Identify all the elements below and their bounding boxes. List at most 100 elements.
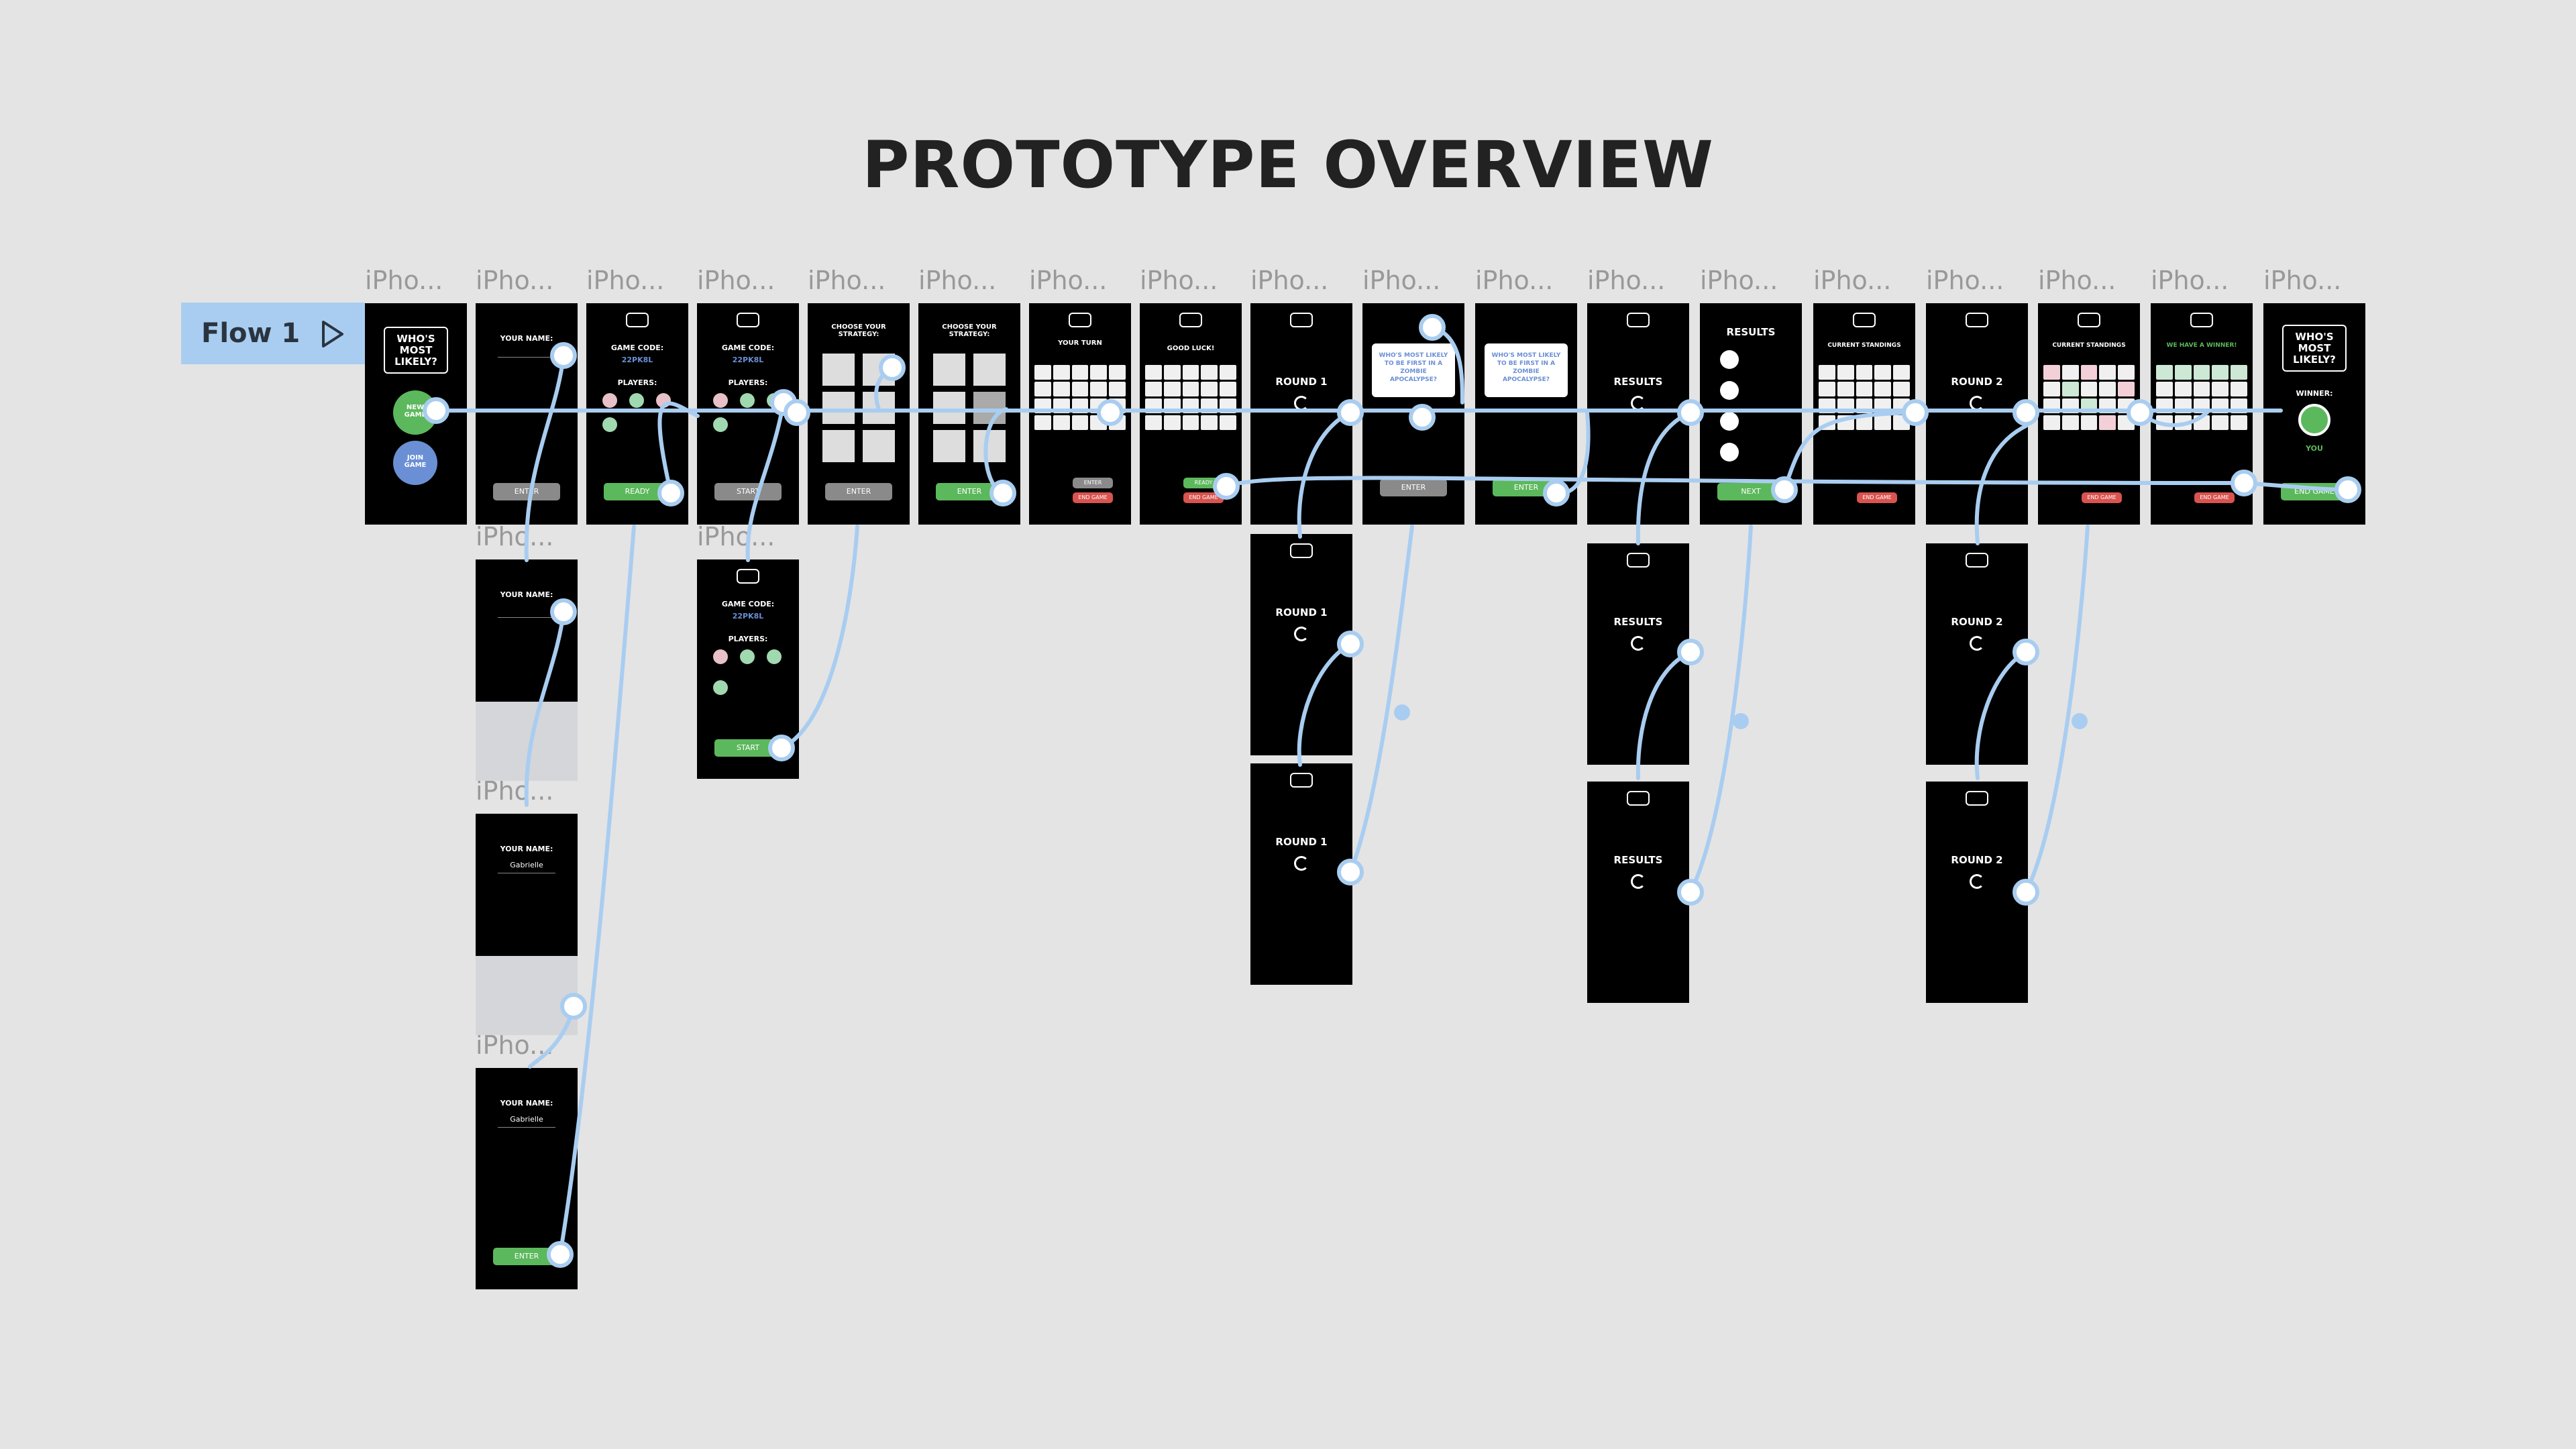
frame-round-2-waiting-2[interactable]: ROUND 2 <box>1926 782 2028 1003</box>
connection-hotspot <box>2231 470 2257 496</box>
end-game-button[interactable]: END GAME <box>1073 492 1113 503</box>
connection-hotspot <box>560 993 587 1020</box>
frame-label: iPho... <box>476 1030 554 1060</box>
logo-small <box>626 313 649 327</box>
loading-spinner-icon <box>1294 627 1309 641</box>
connection-hotspot <box>1677 879 1704 906</box>
loading-spinner-icon <box>1631 874 1646 889</box>
connection-arrow <box>1297 411 1352 539</box>
flow-1-tab[interactable]: Flow 1 <box>181 303 365 364</box>
connection-arrow <box>1974 650 2028 780</box>
connection-hotspot <box>1419 314 1446 341</box>
enter-button[interactable]: ENTER <box>1380 479 1447 496</box>
connection-hotspot <box>1902 399 1929 426</box>
logo: WHO'S MOST LIKELY? <box>384 327 448 374</box>
frame-your-name-typed[interactable]: YOUR NAME: Gabrielle <box>476 814 578 1035</box>
player-avatar <box>713 680 728 695</box>
name-underline <box>498 1127 555 1128</box>
strategy-card[interactable] <box>863 430 895 462</box>
frame-question-voted[interactable]: WHO'S MOST LIKELY TO BE FIRST IN A ZOMBI… <box>1475 303 1577 525</box>
winner-avatar <box>2298 404 2330 436</box>
connection-arrow <box>524 610 566 807</box>
connection-arrow <box>2242 481 2350 492</box>
logo-small <box>1069 313 1091 327</box>
connection-arrow <box>1974 424 2028 545</box>
frame-results-waiting-2[interactable]: RESULTS <box>1587 782 1689 1003</box>
bingo-board[interactable] <box>2043 365 2135 430</box>
frame-your-name-keyboard[interactable]: YOUR NAME: <box>476 559 578 781</box>
connection-arrow <box>1635 411 1693 545</box>
connection-midpoint <box>1733 713 1749 729</box>
frame-label: iPho... <box>2038 266 2116 295</box>
frame-your-name[interactable]: YOUR NAME: ENTER <box>476 303 578 525</box>
bingo-board[interactable] <box>2156 365 2247 430</box>
strategy-card[interactable] <box>933 392 965 424</box>
end-game-button[interactable]: END GAME <box>2082 492 2122 503</box>
connection-hotspot <box>2012 639 2039 665</box>
strategy-card[interactable] <box>973 392 1006 424</box>
connection-midpoint <box>1394 704 1410 720</box>
frame-round-1-waiting-2[interactable]: ROUND 1 <box>1250 763 1352 985</box>
name-underline <box>498 357 555 358</box>
question-card: WHO'S MOST LIKELY TO BE FIRST IN A ZOMBI… <box>1485 343 1568 397</box>
connection-hotspot <box>547 1241 574 1268</box>
logo-small <box>1290 773 1313 788</box>
frame-round-2[interactable]: ROUND 2 <box>1926 303 2028 525</box>
enter-button[interactable]: ENTER <box>1073 478 1113 488</box>
page-title: PROTOTYPE OVERVIEW <box>862 127 1714 203</box>
frame-current-standings-2[interactable]: CURRENT STANDINGS END GAME <box>2038 303 2140 525</box>
keyboard[interactable] <box>476 956 578 1035</box>
strategy-card[interactable] <box>822 430 855 462</box>
logo-small <box>2078 313 2100 327</box>
frame-label: iPho... <box>918 266 997 295</box>
frame-label: iPho... <box>697 266 775 295</box>
frame-game-code-host[interactable]: GAME CODE: 22PK8L PLAYERS: READY <box>586 303 688 525</box>
connection-hotspot <box>2334 476 2361 503</box>
start-button[interactable]: START <box>714 483 782 500</box>
player-avatar <box>629 393 644 408</box>
end-game-button[interactable]: END GAME <box>1183 492 1224 503</box>
frame-results-waiting[interactable]: RESULTS <box>1587 543 1689 765</box>
question-card: WHO'S MOST LIKELY TO BE FIRST IN A ZOMBI… <box>1372 343 1455 397</box>
logo-small <box>1627 313 1650 327</box>
strategy-card[interactable] <box>822 354 855 386</box>
frame-results[interactable]: RESULTS <box>1587 303 1689 525</box>
loading-spinner-icon <box>1294 856 1309 871</box>
connection-hotspot <box>784 399 810 426</box>
connection-hotspot <box>1337 859 1364 885</box>
connection-midpoint <box>2072 713 2088 729</box>
frame-label: iPho... <box>697 522 775 551</box>
enter-button[interactable]: ENTER <box>825 483 892 500</box>
strategy-card[interactable] <box>973 430 1006 462</box>
flow-label: Flow 1 <box>201 318 301 349</box>
frame-choose-strategy[interactable]: CHOOSE YOUR STRATEGY: ENTER <box>808 303 910 525</box>
connection-hotspot <box>1097 399 1124 426</box>
frame-home[interactable]: WHO'S MOST LIKELY? NEW GAME JOIN GAME <box>365 303 467 525</box>
connection-hotspot <box>1337 631 1364 657</box>
frame-label: iPho... <box>476 266 554 295</box>
bingo-board[interactable] <box>1145 365 1236 430</box>
frame-label: iPho... <box>476 522 554 551</box>
strategy-card[interactable] <box>973 354 1006 386</box>
frame-good-luck[interactable]: GOOD LUCK! READY END GAME <box>1140 303 1242 525</box>
player-avatar <box>602 417 617 432</box>
play-icon[interactable] <box>319 319 346 349</box>
strategy-card[interactable] <box>822 392 855 424</box>
strategy-card[interactable] <box>933 430 965 462</box>
join-game-button[interactable]: JOIN GAME <box>393 441 437 485</box>
frame-label: iPho... <box>1362 266 1441 295</box>
frame-round-2-waiting[interactable]: ROUND 2 <box>1926 543 2028 765</box>
end-game-button[interactable]: END GAME <box>1857 492 1897 503</box>
new-game-button[interactable]: NEW GAME <box>393 390 437 435</box>
start-button[interactable]: START <box>714 739 782 757</box>
end-game-button[interactable]: END GAME <box>2194 492 2235 503</box>
frame-label: iPho... <box>1475 266 1554 295</box>
connection-arrow <box>657 401 700 495</box>
frame-label: iPho... <box>1250 266 1329 295</box>
logo-small <box>737 313 759 327</box>
strategy-card[interactable] <box>933 354 965 386</box>
connection-hotspot <box>2012 399 2039 426</box>
frame-label: iPho... <box>1587 266 1666 295</box>
connection-hotspot <box>2127 399 2153 426</box>
